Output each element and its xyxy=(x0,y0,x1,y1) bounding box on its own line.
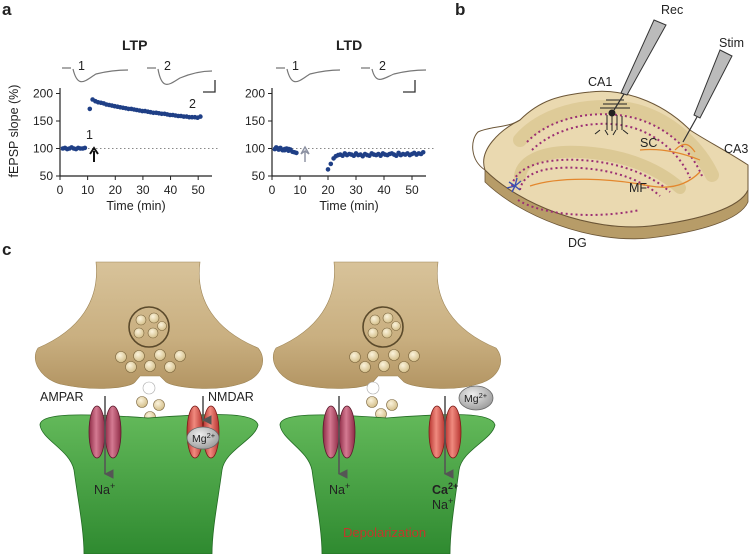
synapse-right: Mg2+ Na+ Ca2+ Na+ Depolarization xyxy=(272,261,501,554)
vesicles-left xyxy=(115,312,186,423)
data-point xyxy=(82,145,88,151)
ltd-trace-1-label: 1 xyxy=(292,59,299,73)
depolarization-label: Depolarization xyxy=(343,525,426,540)
x-tick-label-50: 50 xyxy=(405,183,419,197)
ltd-chart-title: LTD xyxy=(336,37,362,53)
x-tick-label-10: 10 xyxy=(81,183,95,197)
panel-label-c: c xyxy=(2,240,11,259)
x-tick-label-20: 20 xyxy=(109,183,123,197)
na-label-right-2: Na+ xyxy=(432,496,453,512)
mg-block-left xyxy=(186,426,220,450)
data-point xyxy=(325,167,331,172)
ltp-trace-2: 2 xyxy=(147,59,216,93)
x-tick-label-0: 0 xyxy=(269,183,276,197)
x-tick-label-40: 40 xyxy=(377,183,391,197)
mf-label: MF xyxy=(629,181,647,195)
hippocampal-slice: Rec Stim CA1 SC CA3 MF DG xyxy=(472,3,749,250)
data-point xyxy=(87,106,93,112)
data-point xyxy=(282,147,287,153)
ltd-scale-bar xyxy=(403,80,416,93)
x-tick-label-40: 40 xyxy=(164,183,178,197)
ltd-trace-2: 2 xyxy=(361,59,427,93)
data-point xyxy=(286,146,292,152)
mg-label-right: Mg2+ xyxy=(464,391,488,405)
postsynaptic-spine-left xyxy=(39,414,259,554)
ltp-annotation-1: 1 xyxy=(86,128,93,142)
dg-label: DG xyxy=(568,236,587,250)
na-label-left: Na+ xyxy=(94,481,115,497)
ltp-annotation-2: 2 xyxy=(189,97,196,111)
ampar-right xyxy=(322,396,356,479)
y-tick-label-100: 100 xyxy=(33,142,53,156)
vesicles-right xyxy=(349,312,420,420)
nmdar-left: Mg2+ xyxy=(186,396,220,459)
data-point xyxy=(328,161,334,167)
y-tick-label-50: 50 xyxy=(252,169,266,183)
ltd-trace-1: 1 xyxy=(276,59,341,83)
ltp-stim-arrow xyxy=(89,146,99,162)
y-tick-label-50: 50 xyxy=(40,169,54,183)
stimulating-electrode xyxy=(682,49,733,143)
x-tick-label-30: 30 xyxy=(136,183,150,197)
y-tick-label-200: 200 xyxy=(245,87,265,101)
ca1-label: CA1 xyxy=(588,75,612,89)
ltp-chart-title: LTP xyxy=(122,37,147,53)
panel-label-b: b xyxy=(455,0,465,19)
data-point xyxy=(278,145,283,151)
presynaptic-terminal-left xyxy=(34,261,263,389)
na-label-right: Na+ xyxy=(329,481,350,497)
ltp-scale-bar xyxy=(203,80,216,93)
data-point xyxy=(294,150,299,156)
panel-label-a: a xyxy=(2,0,12,19)
x-axis-label: Time (min) xyxy=(106,199,165,213)
x-axis-label: Time (min) xyxy=(319,199,378,213)
ampar-left xyxy=(88,396,122,479)
x-tick-label-30: 30 xyxy=(349,183,363,197)
y-tick-label-150: 150 xyxy=(33,114,53,128)
x-tick-label-20: 20 xyxy=(321,183,335,197)
ltp-trace-2-label: 2 xyxy=(164,59,171,73)
ampar-label: AMPAR xyxy=(40,390,84,404)
nmdar-right: Mg2+ xyxy=(428,385,494,479)
x-tick-label-50: 50 xyxy=(192,183,206,197)
y-tick-label-150: 150 xyxy=(245,114,265,128)
ca-label-right: Ca2+ xyxy=(432,481,458,497)
x-tick-label-0: 0 xyxy=(57,183,64,197)
rec-label: Rec xyxy=(661,3,683,17)
mg-ion-right xyxy=(458,385,494,411)
data-point xyxy=(420,150,426,155)
ltd-trace-2-label: 2 xyxy=(379,59,386,73)
stim-label: Stim xyxy=(719,36,744,50)
sc-label: SC xyxy=(640,136,657,150)
ltp-ylabel: fEPSP slope (%) xyxy=(7,85,21,178)
ca3-label: CA3 xyxy=(724,142,748,156)
data-point xyxy=(198,114,203,119)
y-tick-label-100: 100 xyxy=(245,142,265,156)
ltp-trace-1: 1 xyxy=(62,59,129,83)
mg-label-left: Mg2+ xyxy=(192,431,216,445)
ltd-stim-arrow xyxy=(300,145,310,162)
y-tick-label-200: 200 xyxy=(33,87,53,101)
nmdar-label: NMDAR xyxy=(208,390,254,404)
synapse-left: Mg2+ AMPAR NMDAR Na+ xyxy=(34,261,263,554)
x-tick-label-10: 10 xyxy=(293,183,307,197)
recording-electrode xyxy=(613,19,667,111)
presynaptic-terminal-right xyxy=(272,261,501,389)
data-point xyxy=(273,145,279,150)
ltp-trace-1-label: 1 xyxy=(78,59,85,73)
